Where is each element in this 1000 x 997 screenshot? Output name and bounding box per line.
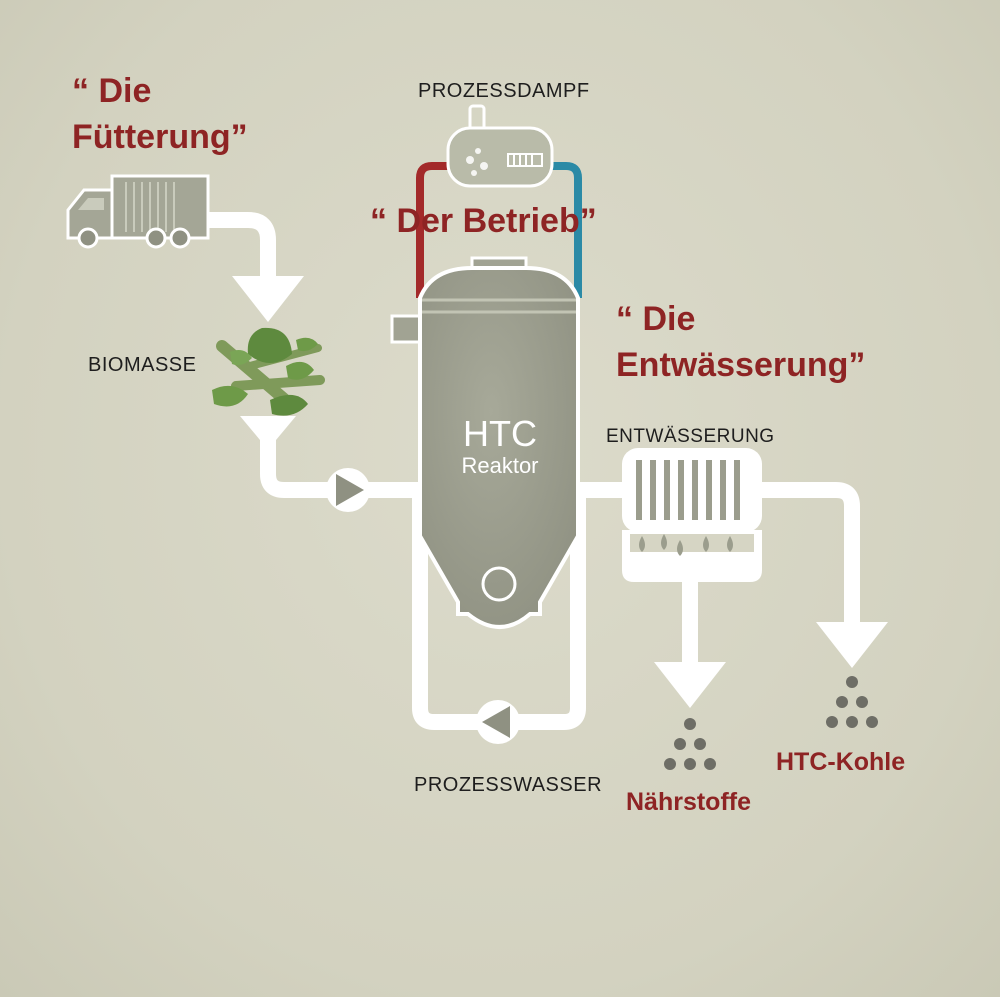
- biomass-pipe: [260, 438, 420, 498]
- reactor-label: HTC Reaktor: [440, 414, 560, 478]
- dewatering-title: “ Die Entwässerung”: [616, 296, 865, 388]
- dewatering-filter-icon: [622, 448, 762, 582]
- coal-arrow: [816, 622, 888, 668]
- process-water-pump-icon: [476, 700, 520, 744]
- coal-pipe: [762, 482, 860, 632]
- process-water-label: PROZESSWASSER: [414, 774, 603, 796]
- nutrients-label: Nährstoffe: [626, 788, 752, 816]
- nutrient-arrow: [654, 662, 726, 708]
- steam-lines: [416, 162, 582, 298]
- feed-arrow: [232, 276, 304, 322]
- feeding-title-line1: “ Die: [72, 72, 152, 110]
- truck-icon: [66, 174, 210, 249]
- coal-granules-icon: [826, 676, 878, 728]
- hot-steam-line: [416, 162, 452, 298]
- process-steam-label: PROZESSDAMPF: [418, 80, 590, 102]
- reactor-subtitle: Reaktor: [461, 453, 539, 478]
- operation-title: “ Der Betrieb”: [370, 202, 597, 240]
- biomass-label: BIOMASSE: [88, 354, 197, 376]
- cold-steam-line: [546, 162, 582, 298]
- pump-icon: [326, 468, 370, 512]
- feeding-title-line2: Fütterung”: [72, 118, 248, 156]
- htc-reactor-icon: [390, 256, 580, 629]
- feed-pipe: [206, 212, 276, 290]
- dewatering-label: ENTWÄSSERUNG: [606, 426, 775, 447]
- dewatering-title-line2: Entwässerung”: [616, 346, 866, 384]
- feeding-title: “ Die Fütterung”: [72, 68, 248, 160]
- steam-boiler-icon: [446, 104, 554, 188]
- flow-arrows: [232, 276, 888, 708]
- funnel-icon: [240, 416, 296, 440]
- reactor-title: HTC: [463, 413, 537, 454]
- granules-icon: [664, 718, 716, 770]
- htc-coal-label: HTC-Kohle: [776, 748, 906, 776]
- biomass-leaves-icon: [212, 327, 325, 416]
- water-drops-icon: [639, 534, 733, 556]
- dewatering-title-line1: “ Die: [616, 300, 696, 338]
